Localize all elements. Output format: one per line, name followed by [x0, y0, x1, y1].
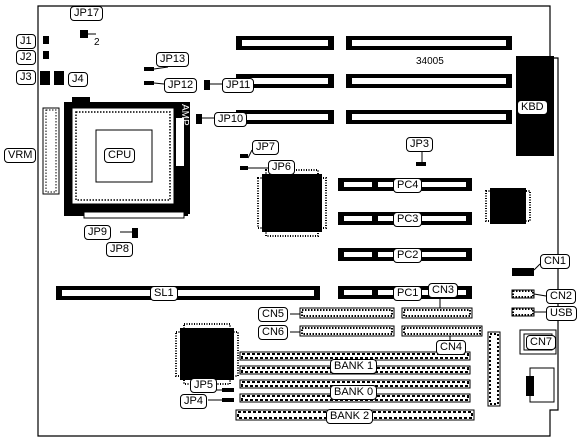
label-pc1: PC1 — [393, 286, 423, 301]
label-cpu: CPU — [104, 148, 136, 163]
label-jp7: JP7 — [252, 140, 279, 155]
label-j3: J3 — [16, 70, 36, 85]
jumpers — [40, 30, 426, 402]
label-amp: AMP — [179, 104, 190, 126]
label-bank1: BANK 1 — [330, 359, 378, 374]
io-headers — [299, 307, 483, 337]
label-cn2: CN2 — [546, 289, 577, 304]
label-j2: J2 — [16, 50, 36, 65]
label-cn6: CN6 — [258, 325, 289, 340]
label-cn3: CN3 — [428, 283, 459, 298]
label-pc2: PC2 — [393, 248, 423, 263]
label-jp13: JP13 — [156, 52, 190, 67]
label-jp17: JP17 — [70, 6, 104, 21]
leader-lines — [88, 33, 547, 401]
label-j4: J4 — [68, 72, 88, 87]
isa-slots — [236, 36, 512, 124]
label-cn7: CN7 — [526, 335, 557, 350]
label-pc4: PC4 — [393, 178, 423, 193]
label-jp5: JP5 — [190, 378, 217, 393]
board-id: 34005 — [416, 56, 444, 67]
label-jp9: JP9 — [84, 225, 111, 240]
label-pc3: PC3 — [393, 212, 423, 227]
label-cn1: CN1 — [540, 254, 571, 269]
label-vrm: VRM — [4, 148, 37, 163]
label-cn5: CN5 — [258, 307, 289, 322]
label-usb: USB — [546, 306, 577, 321]
label-jp10: JP10 — [214, 112, 248, 127]
label-jp3: JP3 — [406, 137, 433, 152]
label-j1: J1 — [16, 34, 36, 49]
label-sl1: SL1 — [150, 286, 178, 301]
label-jp17-pin: 2 — [94, 37, 100, 48]
label-jp6: JP6 — [268, 160, 295, 175]
cpu-socket — [64, 97, 190, 219]
label-jp4: JP4 — [180, 394, 207, 409]
label-bank2: BANK 2 — [326, 409, 374, 424]
label-jp8: JP8 — [106, 242, 133, 257]
chips — [175, 169, 531, 385]
label-jp11: JP11 — [222, 78, 255, 93]
label-jp12: JP12 — [164, 78, 198, 93]
vrm-module — [42, 107, 60, 195]
label-bank0: BANK 0 — [330, 385, 378, 400]
label-kbd: KBD — [517, 100, 548, 115]
label-cn4: CN4 — [436, 340, 467, 355]
